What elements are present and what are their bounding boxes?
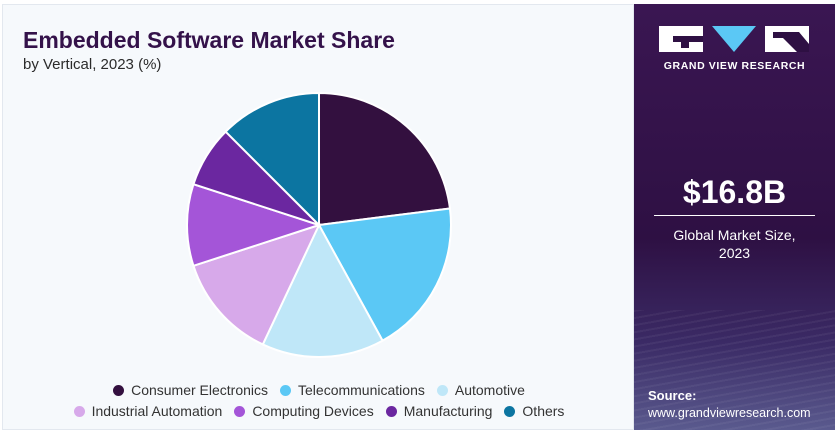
legend-swatch [280,384,292,396]
legend-label: Computing Devices [252,403,374,419]
pie-chart [186,91,452,358]
pie-slice-others [224,91,320,228]
legend-item-computing-devices: Computing Devices [234,403,374,419]
legend-swatch [234,405,246,417]
market-size-label: Global Market Size, 2023 [634,226,835,262]
pie-slice-automotive [261,222,384,358]
pie-slice-consumer-electronics [318,91,452,227]
legend-item-others: Others [504,403,564,419]
legend-swatch [504,405,516,417]
legend-swatch [113,384,125,396]
pie-slice-industrial-automation [192,223,321,346]
legend-label: Others [522,403,565,419]
sidebar-panel: GRAND VIEW RESEARCH $16.8B Global Market… [634,4,835,430]
legend-label: Automotive [454,382,525,398]
legend-item-industrial-automation: Industrial Automation [73,403,223,419]
brand-name: GRAND VIEW RESEARCH [663,60,806,72]
legend-swatch [385,405,397,417]
chart-panel: Embedded Software Market Share by Vertic… [2,4,634,430]
market-size-label-line2: 2023 [718,245,751,261]
legend-item-manufacturing: Manufacturing [385,403,493,419]
legend-item-automotive: Automotive [436,382,525,398]
legend-label: Telecommunications [298,382,425,398]
chart-title: Embedded Software Market Share [23,27,395,53]
legend-swatch [436,384,448,396]
pie-slice-telecommunications [317,207,452,343]
market-size-value: $16.8B [682,174,787,210]
legend-item-telecommunications: Telecommunications [280,382,425,398]
chart-subtitle: by Vertical, 2023 (%) [23,56,162,73]
source-label: Source: [648,388,697,403]
legend-label: Industrial Automation [91,403,223,419]
kpi-divider [654,215,815,216]
legend-swatch [73,405,85,417]
grand-view-research-logo-icon [659,26,809,52]
legend-item-consumer-electronics: Consumer Electronics [113,382,268,398]
legend-row-2: Industrial Automation Computing Devices … [3,403,635,419]
legend-label: Manufacturing [403,403,493,419]
decorative-wave-pattern [634,310,835,430]
legend-label: Consumer Electronics [131,382,269,398]
market-size-label-line1: Global Market Size, [673,227,796,243]
pie-slice-computing-devices [186,182,323,268]
legend-row-1: Consumer Electronics Telecommunications … [3,382,635,398]
source-link[interactable]: www.grandviewresearch.com [648,406,811,420]
